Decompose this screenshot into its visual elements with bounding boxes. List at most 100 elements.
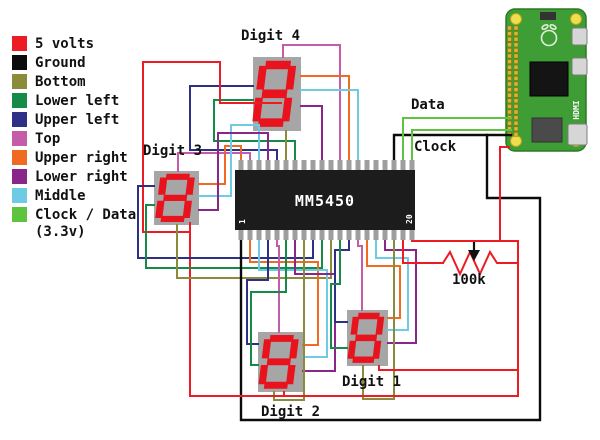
wire-lgreen bbox=[411, 129, 512, 163]
wire-red bbox=[402, 237, 444, 264]
gpio-pin bbox=[513, 64, 519, 70]
legend-label: Middle bbox=[35, 187, 86, 204]
wire-cyan bbox=[258, 237, 328, 358]
digit-3-display bbox=[154, 171, 199, 225]
wire-olive bbox=[362, 237, 395, 400]
raspberry-pi-zero: HDMI bbox=[505, 8, 588, 152]
legend-item-upper-right: Upper right bbox=[12, 148, 136, 167]
gpio-pin bbox=[513, 42, 519, 48]
legend-swatch-bottom bbox=[12, 74, 27, 89]
wire-orange bbox=[300, 75, 350, 163]
chip-pin bbox=[400, 160, 406, 171]
gpio-pin bbox=[513, 36, 519, 42]
resistor-label: 100k bbox=[452, 272, 486, 288]
wire-green bbox=[213, 99, 296, 163]
gpio-pin bbox=[507, 42, 512, 48]
mounting-hole bbox=[510, 135, 522, 147]
chip-pin bbox=[409, 160, 415, 171]
chip-pin bbox=[265, 160, 271, 171]
chip-pin bbox=[247, 160, 253, 171]
segment bbox=[185, 177, 195, 195]
legend-label: Ground bbox=[35, 54, 86, 71]
wire-pink bbox=[357, 237, 363, 311]
seven-segment-digit bbox=[258, 335, 299, 389]
mounting-hole bbox=[510, 13, 522, 25]
segment bbox=[263, 381, 289, 389]
gpio-pin bbox=[513, 87, 519, 92]
gpio-pin bbox=[513, 31, 519, 36]
hdmi-port bbox=[567, 123, 588, 146]
digit-4-display bbox=[252, 57, 301, 131]
chip-pin bbox=[301, 160, 307, 171]
gpio-pin bbox=[507, 76, 512, 81]
wire-red bbox=[378, 365, 519, 371]
chip-pin20-label: 20 bbox=[405, 214, 414, 224]
legend-item-lower-right: Lower right bbox=[12, 167, 136, 186]
segment bbox=[257, 118, 284, 127]
segment bbox=[155, 200, 165, 218]
segment bbox=[289, 339, 299, 359]
gpio-pin bbox=[513, 132, 519, 137]
wire-cyan bbox=[300, 89, 359, 163]
chip-name-label: MM5450 bbox=[294, 192, 356, 210]
chip-pin bbox=[400, 229, 406, 240]
legend-label: 5 volts bbox=[35, 35, 95, 52]
chip-pin bbox=[364, 229, 370, 240]
legend: 5 volts Ground Bottom Lower left Upper l… bbox=[12, 34, 136, 243]
chip-pin bbox=[310, 160, 316, 171]
legend-swatch-ground bbox=[12, 55, 27, 70]
chip-pin bbox=[319, 160, 325, 171]
chip-pin bbox=[283, 160, 289, 171]
segment bbox=[261, 339, 272, 359]
digit-1-display bbox=[347, 310, 388, 366]
gpio-pin bbox=[507, 98, 512, 104]
segment bbox=[269, 335, 294, 342]
segment bbox=[163, 194, 188, 201]
chip-pin1-label: 1 bbox=[238, 219, 247, 224]
wire-lgreen bbox=[402, 117, 512, 163]
wire-cyan bbox=[198, 124, 260, 197]
segment bbox=[357, 312, 380, 320]
wire-orange bbox=[366, 237, 401, 319]
segment bbox=[375, 316, 385, 335]
gpio-pin bbox=[507, 87, 512, 92]
legend-item-5-volts: 5 volts bbox=[12, 34, 136, 53]
chip-pin bbox=[256, 229, 262, 240]
wire-purple bbox=[198, 132, 269, 211]
gpio-pin bbox=[513, 120, 519, 126]
gpio-pin bbox=[513, 98, 519, 104]
legend-label: Top bbox=[35, 130, 61, 147]
seven-segment-digit bbox=[347, 312, 385, 363]
wire-purple bbox=[300, 105, 323, 163]
chip-pin bbox=[247, 229, 253, 240]
legend-label: Lower right bbox=[35, 168, 128, 185]
legend-swatch-lower-left bbox=[12, 93, 27, 108]
legend-swatch-lower-right bbox=[12, 169, 27, 184]
gpio-pin bbox=[507, 109, 512, 115]
chip-pin bbox=[382, 229, 388, 240]
chip-body bbox=[235, 170, 415, 230]
gpio-pin bbox=[507, 31, 512, 36]
wire-layer bbox=[137, 44, 542, 422]
legend-swatch-5-volts bbox=[12, 36, 27, 51]
wire-orange bbox=[249, 237, 319, 346]
soc-chip bbox=[529, 61, 569, 97]
hdmi-label: HDMI bbox=[572, 100, 581, 119]
clock-wire-label: Clock bbox=[414, 139, 457, 155]
segment bbox=[347, 340, 357, 359]
chip-pin bbox=[283, 229, 289, 240]
gpio-pin bbox=[507, 25, 512, 31]
chip-pin bbox=[373, 160, 379, 171]
wire-pink bbox=[177, 152, 251, 172]
chip-pin bbox=[274, 160, 280, 171]
gpio-pin bbox=[513, 70, 519, 76]
data-wire-label: Data bbox=[411, 97, 445, 113]
wire-black bbox=[392, 133, 513, 164]
wire-navy bbox=[137, 185, 314, 259]
legend-item-bottom: Bottom bbox=[12, 72, 136, 91]
raspberry-logo-icon bbox=[540, 23, 558, 47]
wire-pink bbox=[282, 44, 341, 163]
seven-segment-displays bbox=[154, 57, 388, 392]
segment bbox=[266, 358, 291, 366]
